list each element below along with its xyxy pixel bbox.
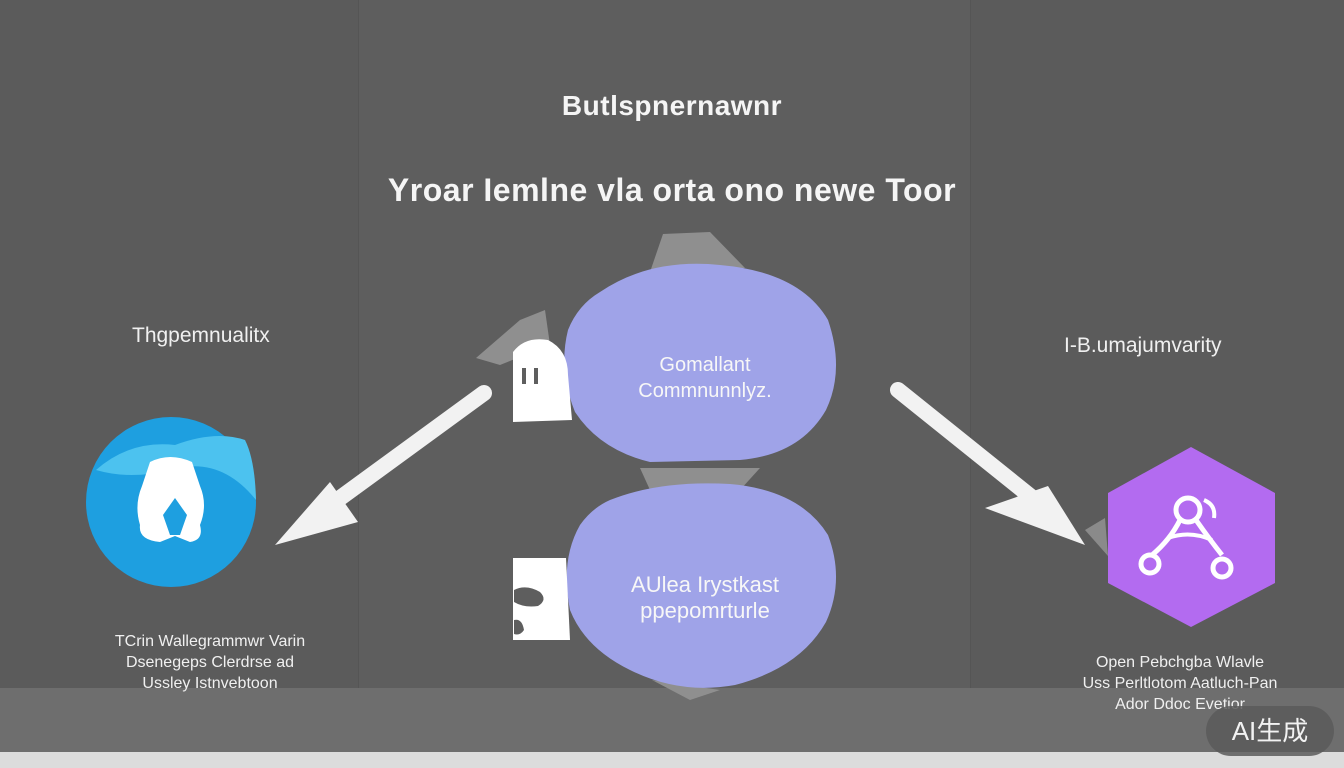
panel-divider-left	[358, 0, 359, 690]
right-node-label: I-B.umajumvarity	[1064, 334, 1222, 357]
arrow-to-right	[890, 382, 1108, 556]
center-top-line: Gomallant	[659, 354, 751, 376]
center-top-line: Commnunnlyz.	[638, 380, 772, 402]
ai-generated-badge: AI生成	[1206, 706, 1334, 756]
caption-line: Open Pebchgba Wlavle	[1095, 654, 1265, 671]
caption-line: Uss Perltlotom Aatluch-Pan	[1082, 675, 1278, 692]
person-icon	[86, 417, 256, 587]
chat-bubble-icon	[513, 468, 837, 700]
left-node-caption: TCrin Wallegrammwr Varin Dsenegeps Clerd…	[60, 631, 360, 694]
bottom-strip	[0, 752, 1344, 768]
caption-line: TCrin Wallegrammwr Varin	[114, 633, 306, 650]
chat-bubble-icon	[476, 232, 837, 462]
caption-line: Ussley Istnvebtoon	[142, 675, 278, 692]
arrow-to-left	[275, 385, 492, 545]
center-bottom-node-text: AUlea Irystkast ppepomrturle	[585, 572, 825, 624]
diagram-subtitle: Yroar Iemlne vla orta ono newe Toor	[387, 172, 957, 208]
left-node-label: Thgpemnualitx	[132, 324, 270, 347]
diagram-title: Butlspnernawnr	[561, 90, 783, 121]
center-bottom-line: ppepomrturle	[640, 598, 770, 623]
caption-line: Ador Ddoc Evetior	[1115, 696, 1245, 713]
network-icon	[1108, 447, 1275, 627]
bottom-band	[0, 688, 1344, 752]
center-bottom-line: AUlea Irystkast	[631, 572, 779, 597]
panel-divider-right	[970, 0, 971, 690]
caption-line: Dsenegeps Clerdrse ad	[125, 654, 295, 671]
center-top-node-text: Gomallant Commnunnlyz.	[590, 352, 820, 404]
right-node-caption: Open Pebchgba Wlavle Uss Perltlotom Aatl…	[1030, 652, 1330, 715]
